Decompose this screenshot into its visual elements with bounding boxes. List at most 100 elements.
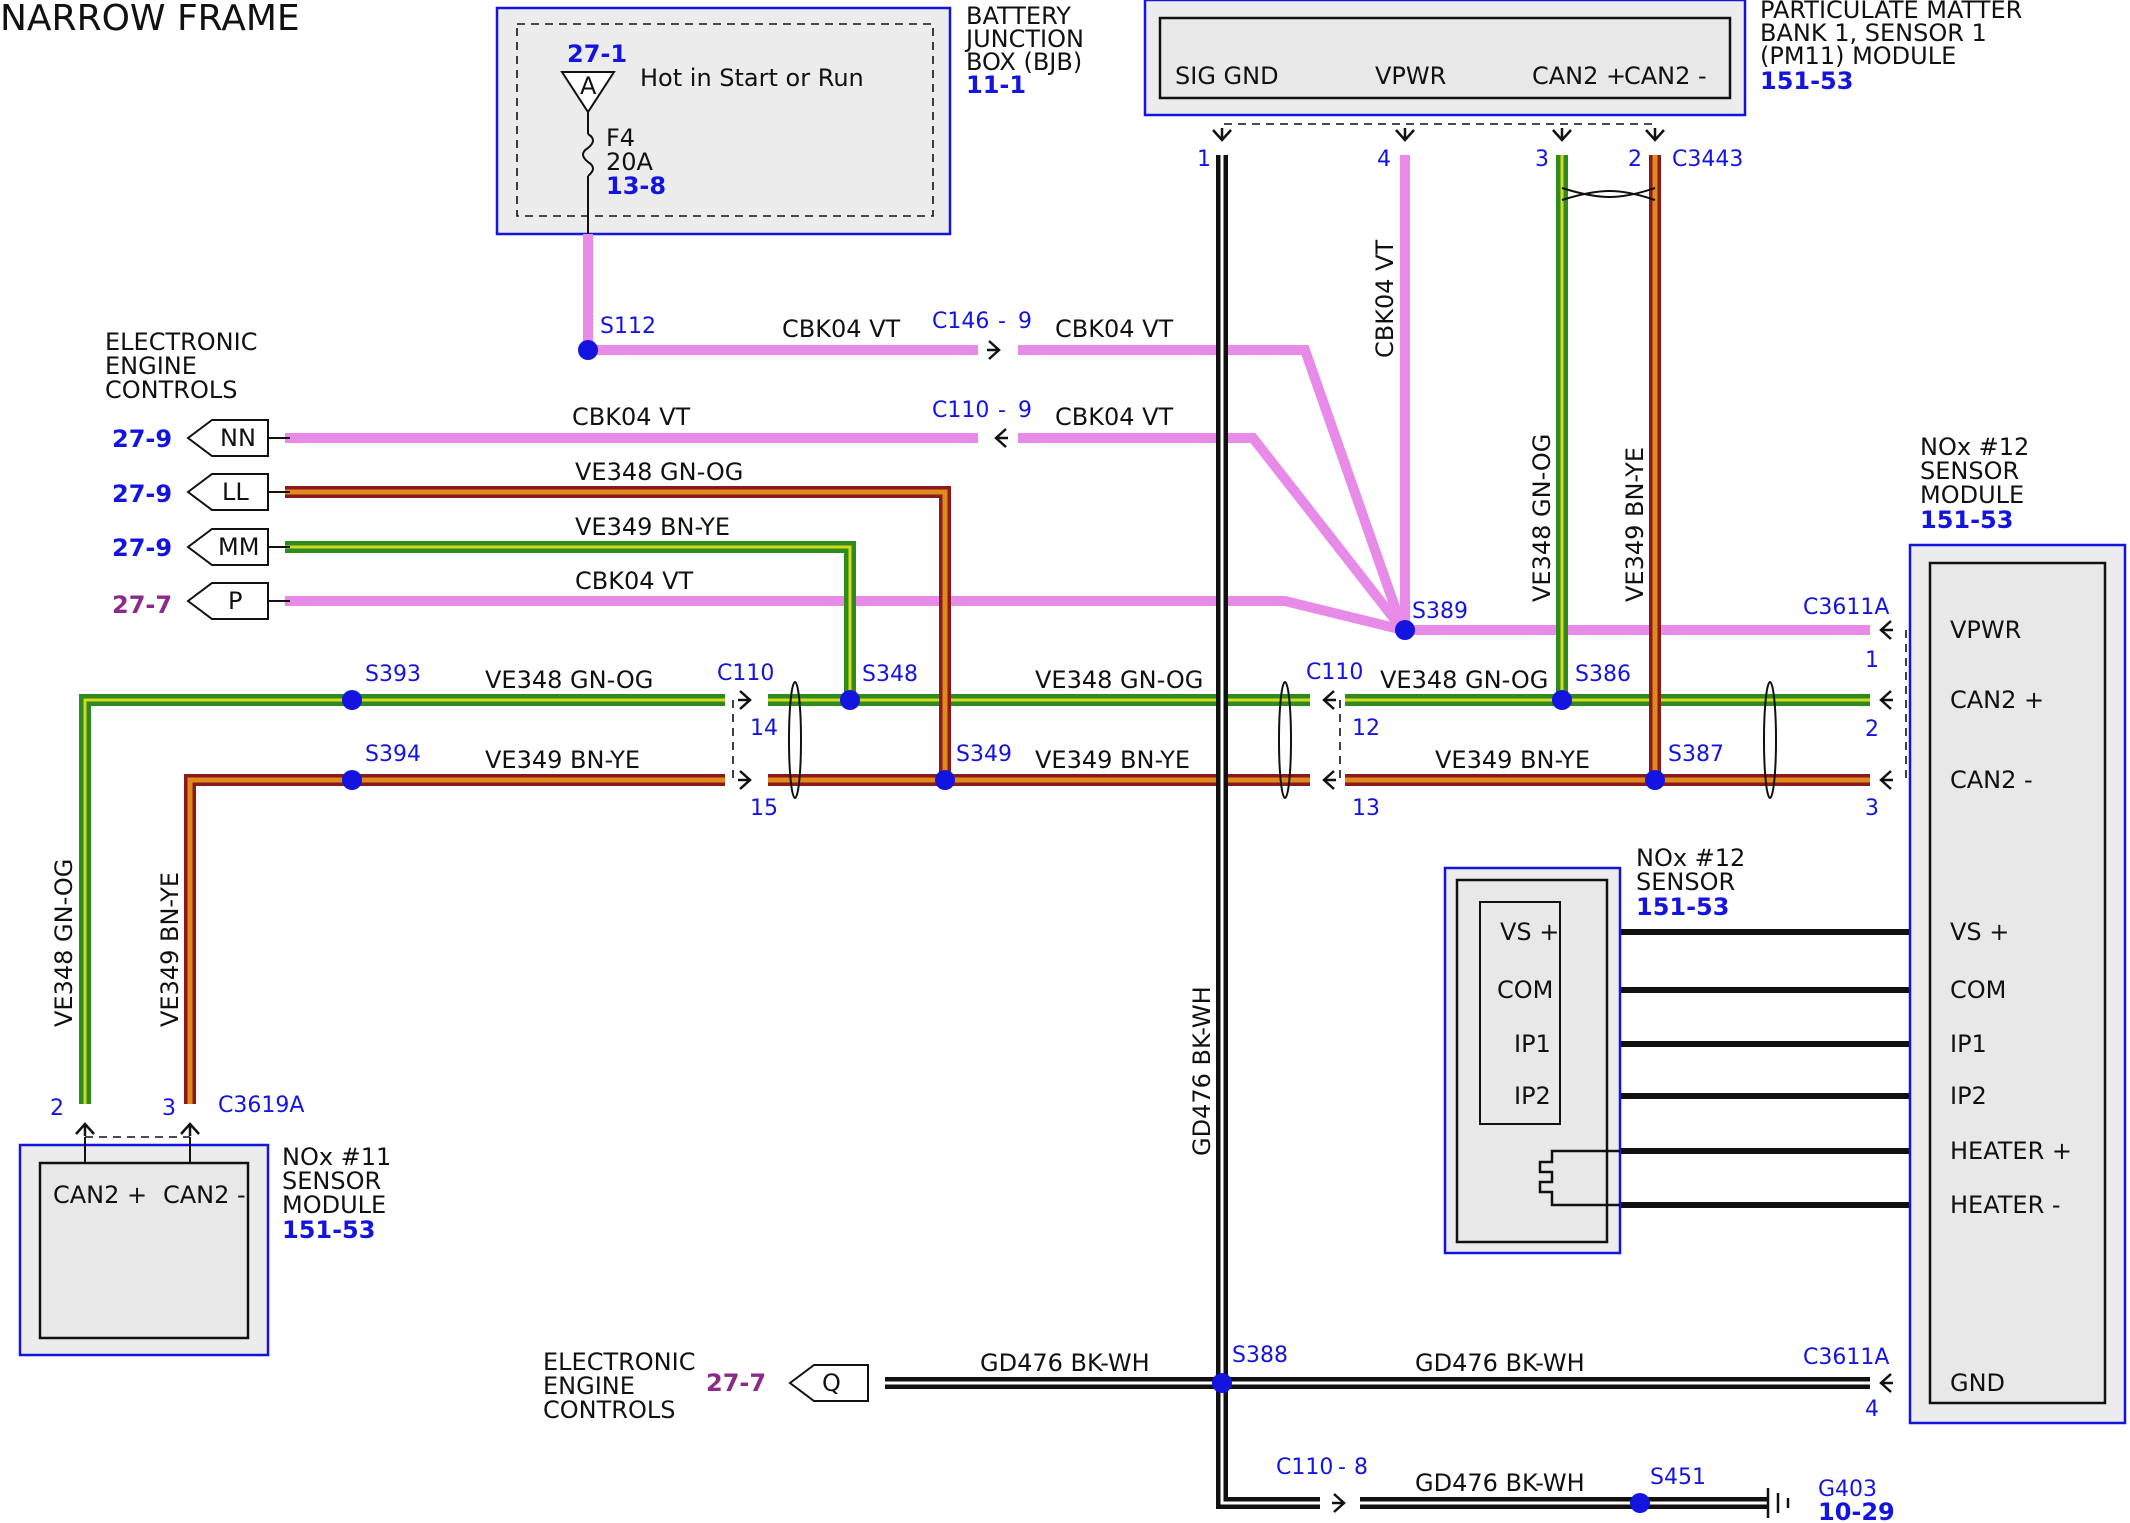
sensor-name-2: SENSOR [1636,868,1735,896]
label-bnye-4: VE349 BN-YE [1435,746,1590,774]
label-c146-dash: - [998,309,1006,334]
sensor-pin-vs-plus: VS + [1500,918,1559,946]
ground-ref: 10-29 [1818,1498,1895,1523]
label-pm-pin4: 4 [1377,147,1391,172]
pm-pin-can-minus: CAN2 - [1624,62,1707,90]
label-vt-1: CBK04 VT [782,315,901,343]
eec-top-name-3: CONTROLS [105,376,237,404]
label-c110-pin15: 15 [750,796,778,821]
nox12-pin-can-plus: CAN2 + [1950,686,2044,714]
nox11-name-1: NOx #11 [282,1143,391,1171]
label-c3619a: C3619A [218,1093,304,1118]
bjb-name-ref: 11-1 [966,71,1026,99]
label-bnye-vertical-left: VE349 BN-YE [156,872,184,1027]
wire-cbk04-vt [285,155,1870,635]
sensor-ref: 151-53 [1636,893,1729,921]
label-c110-pin13: 13 [1352,796,1380,821]
battery-junction-box: 27-1 A Hot in Start or Run F4 20A 13-8 B… [495,2,1084,236]
eec-bottom-name-2: ENGINE [543,1372,635,1400]
wire-nox12-sensor-leads [1620,929,1920,1208]
nox12-pin-ip2: IP2 [1950,1082,1987,1110]
label-c110-pin14: 14 [750,716,778,741]
nox12-pin-gnd: GND [1950,1369,2005,1397]
eec-tab-q [788,1364,869,1402]
connector-labels: C146 - 9 C110 - 9 C110 14 15 C110 12 13 … [50,147,1889,1490]
heater-element-icon [1538,1149,1620,1207]
nox12-pin-vs-plus: VS + [1950,918,2009,946]
bjb-name-line-1: BATTERY [966,2,1071,30]
label-c110-bottom: C110 [1276,1455,1333,1480]
nox11-name-3: MODULE [282,1191,386,1219]
label-c3611a-pin1: 1 [1865,648,1879,673]
tab-mm-pin: MM [218,533,259,561]
label-c110-pin9: 9 [1018,398,1032,423]
eec-top-name-2: ENGINE [105,352,197,380]
tab-nn-pin: NN [220,424,256,452]
ground-g403: G403 10-29 [1766,1477,1895,1523]
label-gnog-1: VE348 GN-OG [575,458,743,486]
label-s386: S386 [1575,662,1631,687]
label-bkwh-1: GD476 BK-WH [980,1349,1150,1377]
eec-tab-nn: NN 27-9 [112,419,290,457]
label-bnye-3: VE349 BN-YE [1035,746,1190,774]
nox12-pin-heater-minus: HEATER - [1950,1191,2061,1219]
bjb-hot-label: Hot in Start or Run [640,64,864,92]
label-vt-3: CBK04 VT [572,403,691,431]
label-s349: S349 [956,742,1012,767]
label-bnye-vertical-right: VE349 BN-YE [1621,447,1649,602]
label-s388: S388 [1232,1343,1288,1368]
label-vt-vertical: CBK04 VT [1371,239,1399,358]
label-s389: S389 [1412,599,1468,624]
pm-name-line-1: PARTICULATE MATTER [1760,0,2022,24]
eec-tab-p: P 27-7 [112,582,290,620]
nox12-pin-can-minus: CAN2 - [1950,766,2033,794]
connector-arrows [75,126,1895,1513]
label-bkwh-3: GD476 BK-WH [1415,1469,1585,1497]
fuse-icon [582,133,594,177]
pm-name-line-2: BANK 1, SENSOR 1 [1760,19,1987,47]
label-c3619a-pin2: 2 [50,1096,64,1121]
nox12-module: VPWR CAN2 + CAN2 - VS + COM IP1 IP2 HEAT… [1908,433,2127,1425]
label-vt-2: CBK04 VT [1055,315,1174,343]
label-gnog-2: VE348 GN-OG [485,666,653,694]
nox12-module-ref: 151-53 [1920,506,2013,534]
label-vt-5: CBK04 VT [575,567,694,595]
label-c110-left: C110 [717,661,774,686]
label-bnye-2: VE349 BN-YE [485,746,640,774]
label-c110-pin12: 12 [1352,716,1380,741]
label-c110-right: C110 [1306,660,1363,685]
nox12-pin-vpwr: VPWR [1950,616,2021,644]
bjb-ref-top: 27-1 [567,40,627,68]
label-c3611a-pin2: 2 [1865,717,1879,742]
bjb-pin-label: A [580,72,597,100]
label-bnye-1: VE349 BN-YE [575,513,730,541]
label-c3619a-pin3: 3 [162,1096,176,1121]
wire-labels: CBK04 VT CBK04 VT CBK04 VT CBK04 VT VE34… [50,239,1649,1497]
label-gnog-vertical-left: VE348 GN-OG [50,859,78,1027]
bjb-name-line-2: JUNCTION [964,25,1084,53]
label-gnog-3: VE348 GN-OG [1035,666,1203,694]
label-bkwh-vertical: GD476 BK-WH [1188,986,1216,1156]
nox11-module: CAN2 + CAN2 - NOx #11 SENSOR MODULE 151-… [18,1137,391,1357]
nox12-module-name-1: NOx #12 [1920,433,2029,461]
eec-tab-mm: MM 27-9 [112,528,290,566]
label-c3611a-pin4: 4 [1865,1397,1879,1422]
bjb-name-line-3: BOX (BJB) [966,48,1082,76]
label-bkwh-2: GD476 BK-WH [1415,1349,1585,1377]
tab-ll-pin: LL [222,478,249,506]
label-c3611a-pin3: 3 [1865,796,1879,821]
label-s387: S387 [1668,742,1724,767]
pm-pin-can-plus: CAN2 + [1532,62,1626,90]
tab-ll-ref: 27-9 [112,480,172,508]
pm-pin-sig-gnd: SIG GND [1175,62,1279,90]
eec-bottom-name-1: ELECTRONIC [543,1348,695,1376]
label-gnog-vertical-right: VE348 GN-OG [1528,434,1556,602]
pm-ref: 151-53 [1760,67,1853,95]
nox11-ref: 151-53 [282,1216,375,1244]
nox12-pin-heater-plus: HEATER + [1950,1137,2072,1165]
nox12-pin-ip1: IP1 [1950,1030,1987,1058]
splice-dots [342,340,1665,1513]
sensor-pin-ip1: IP1 [1514,1030,1551,1058]
label-c3611a-bottom: C3611A [1803,1345,1889,1370]
label-pm-pin3: 3 [1535,147,1549,172]
